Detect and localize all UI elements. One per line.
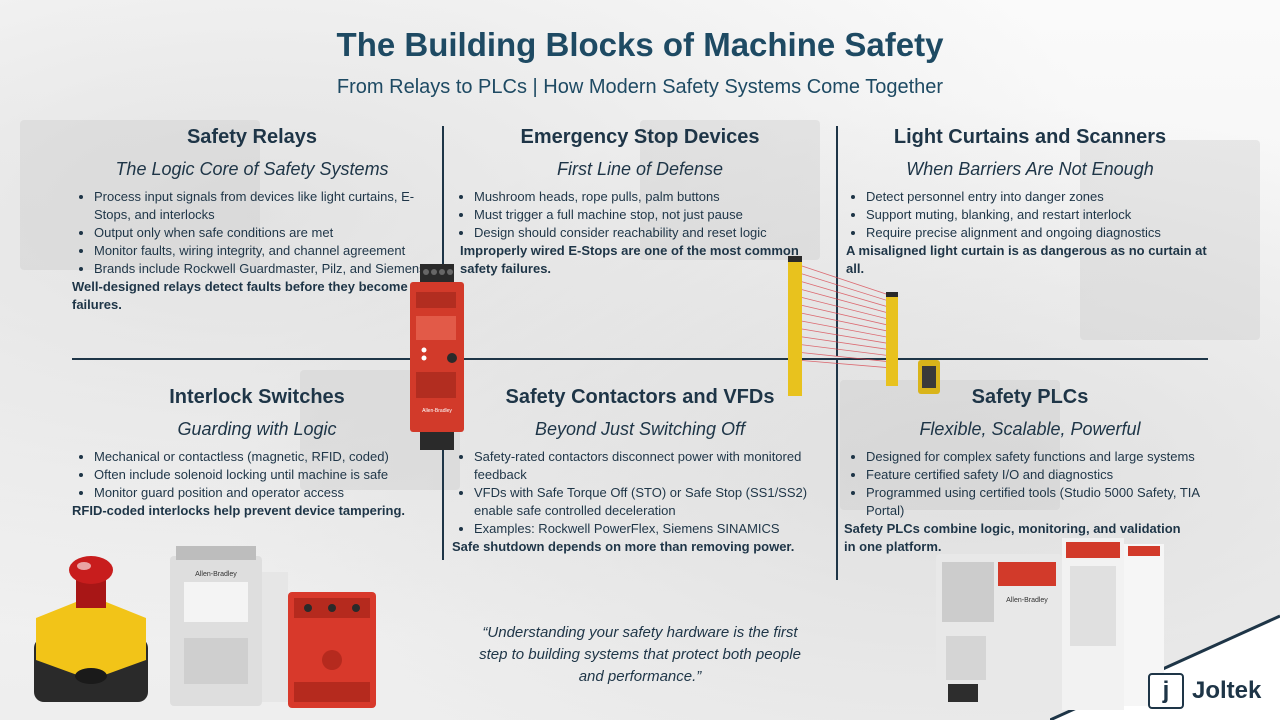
panel-tagline: Guarding with Logic	[177, 419, 337, 439]
list-item: Support muting, blanking, and restart in…	[866, 206, 1216, 224]
list-item: Brands include Rockwell Guardmaster, Pil…	[94, 260, 432, 278]
panel-tagline: Beyond Just Switching Off	[534, 419, 746, 439]
contactor-illustration: Allen-Bradley	[170, 546, 376, 708]
contactor-brand-label: Allen-Bradley	[195, 571, 237, 578]
bullet-list: Designed for complex safety functions an…	[844, 448, 1216, 520]
panel-emergency-stop: Emergency Stop Devices First Line of Def…	[452, 126, 828, 278]
panel-tagline: The Logic Core of Safety Systems	[115, 159, 389, 179]
bullet-list: Mechanical or contactless (magnetic, RFI…	[72, 448, 442, 502]
list-item: Mechanical or contactless (magnetic, RFI…	[94, 448, 442, 466]
list-item: Detect personnel entry into danger zones	[866, 188, 1216, 206]
relay-brand-label: Allen-Bradley	[422, 408, 452, 414]
list-item: Feature certified safety I/O and diagnos…	[866, 466, 1216, 484]
list-item: VFDs with Safe Torque Off (STO) or Safe …	[474, 484, 828, 520]
joltek-logo-icon: j	[1148, 673, 1184, 709]
joltek-logo-text: Joltek	[1192, 677, 1262, 704]
list-item: Monitor guard position and operator acce…	[94, 484, 442, 502]
panel-note: Well-designed relays detect faults befor…	[72, 279, 408, 312]
bullet-list: Mushroom heads, rope pulls, palm buttons…	[452, 188, 828, 242]
divider-vertical-right-lower	[836, 360, 838, 580]
list-item: Output only when safe conditions are met	[94, 224, 432, 242]
panel-heading: Interlock Switches	[169, 386, 345, 408]
panel-tagline: Flexible, Scalable, Powerful	[919, 419, 1141, 439]
page-subtitle: From Relays to PLCs | How Modern Safety …	[336, 76, 944, 98]
panel-heading: Safety Contactors and VFDs	[505, 386, 775, 408]
panel-tagline: When Barriers Are Not Enough	[906, 159, 1154, 179]
list-item: Monitor faults, wiring integrity, and ch…	[94, 242, 432, 260]
panel-note: Safety PLCs combine logic, monitoring, a…	[844, 521, 1181, 554]
panel-note: RFID-coded interlocks help prevent devic…	[72, 503, 406, 518]
panel-note: Safe shutdown depends on more than remov…	[452, 539, 795, 554]
panel-heading: Safety PLCs	[971, 386, 1089, 408]
list-item: Safety-rated contactors disconnect power…	[474, 448, 828, 484]
plc-illustration: Allen-Bradley	[936, 538, 1164, 710]
list-item: Must trigger a full machine stop, not ju…	[474, 206, 828, 224]
list-item: Require precise alignment and ongoing di…	[866, 224, 1216, 242]
light-curtain-illustration	[788, 256, 940, 396]
panel-note: A misaligned light curtain is as dangero…	[846, 243, 1207, 276]
panel-safety-relays: Safety Relays The Logic Core of Safety S…	[72, 126, 432, 314]
list-item: Often include solenoid locking until mac…	[94, 466, 442, 484]
closing-quote: “Understanding your safety hardware is t…	[479, 624, 801, 685]
divider-vertical-left-lower	[442, 430, 444, 560]
bullet-list: Safety-rated contactors disconnect power…	[452, 448, 828, 538]
plc-brand-label: Allen-Bradley	[1006, 597, 1048, 604]
panel-note: Improperly wired E-Stops are one of the …	[460, 243, 799, 276]
list-item: Process input signals from devices like …	[94, 188, 432, 224]
estop-illustration	[34, 556, 148, 702]
divider-vertical-right	[836, 126, 838, 356]
bullet-list: Process input signals from devices like …	[72, 188, 432, 278]
list-item: Design should consider reachability and …	[474, 224, 828, 242]
panel-heading: Safety Relays	[186, 126, 318, 148]
joltek-logo: j Joltek	[1148, 673, 1261, 709]
panel-heading: Light Curtains and Scanners	[893, 126, 1167, 148]
list-item: Designed for complex safety functions an…	[866, 448, 1216, 466]
panel-light-curtains: Light Curtains and Scanners When Barrier…	[844, 126, 1216, 278]
page-title: The Building Blocks of Machine Safety	[336, 26, 944, 63]
list-item: Mushroom heads, rope pulls, palm buttons	[474, 188, 828, 206]
panel-interlock-switches: Interlock Switches Guarding with Logic M…	[72, 386, 442, 520]
list-item: Programmed using certified tools (Studio…	[866, 484, 1216, 520]
divider-vertical-left	[442, 126, 444, 356]
panel-heading: Emergency Stop Devices	[520, 126, 760, 148]
panel-tagline: First Line of Defense	[556, 159, 724, 179]
panel-safety-contactors: Safety Contactors and VFDs Beyond Just S…	[452, 386, 828, 556]
safety-relay-illustration: Allen-Bradley	[410, 264, 464, 450]
list-item: Examples: Rockwell PowerFlex, Siemens SI…	[474, 520, 828, 538]
divider-horizontal	[72, 358, 1208, 360]
bullet-list: Detect personnel entry into danger zones…	[844, 188, 1216, 242]
panel-safety-plcs: Safety PLCs Flexible, Scalable, Powerful…	[844, 386, 1216, 556]
